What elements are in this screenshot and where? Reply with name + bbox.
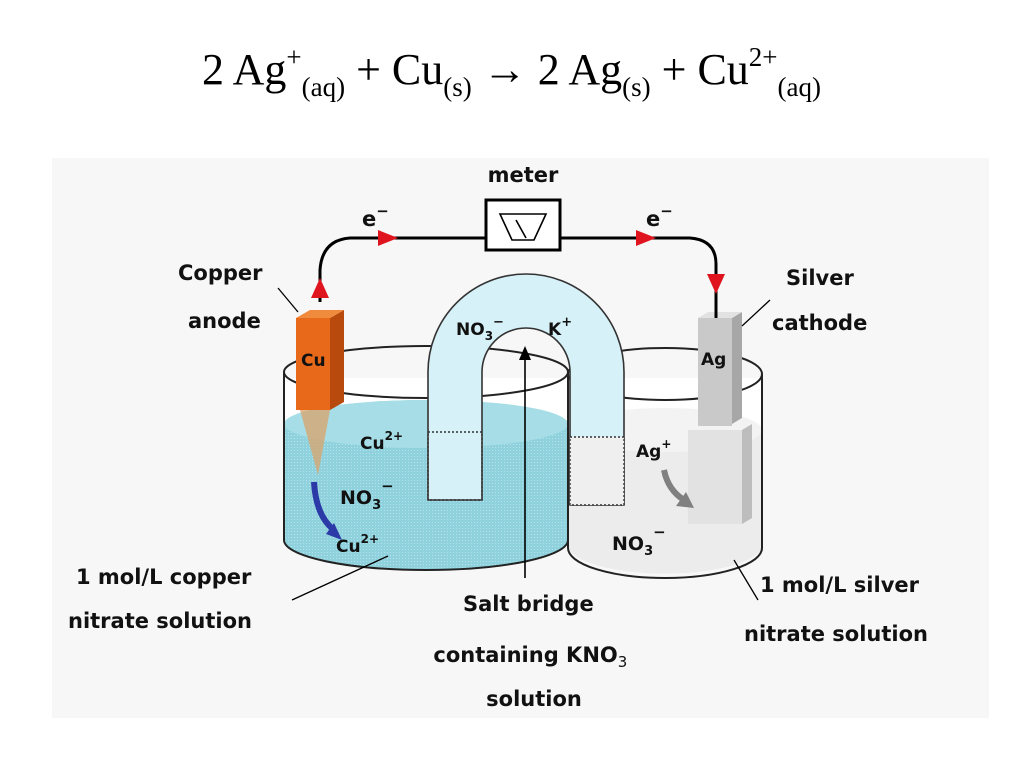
salt-bridge	[427, 273, 625, 506]
salt-bridge-label: Salt bridge containing KNO3 solution	[433, 592, 634, 711]
electron-arrow-left-icon	[378, 230, 398, 246]
eq-plus-2: +	[661, 45, 687, 94]
eq-cu-state: (s)	[443, 72, 472, 102]
copper-electrode: Cu	[296, 310, 344, 475]
ag-ion-migration-arrow-icon	[661, 469, 686, 503]
copper-electrode-body	[296, 318, 330, 410]
eq-coef-ag-product: 2	[537, 45, 560, 94]
eq-cu-ion: Cu	[697, 45, 749, 94]
wire-right	[560, 236, 718, 318]
electron-left-charge: −	[376, 202, 389, 220]
electron-arrow-right-icon	[636, 230, 656, 246]
eq-ag-charge: +	[286, 42, 302, 72]
cu-ion-bottom: Cu2+	[336, 532, 379, 557]
copper-anode-label: Copper anode	[178, 261, 270, 333]
silver-deposit	[688, 430, 742, 524]
eq-cu-ion-state: (aq)	[777, 72, 821, 102]
copper-electrode-label: Cu	[301, 351, 326, 371]
meter-label: meter	[488, 163, 559, 187]
electron-arrow-down-icon	[707, 274, 725, 294]
electron-right: e−	[646, 202, 673, 231]
salt-bridge-right-plug	[569, 436, 625, 506]
eq-ag-state: (aq)	[301, 72, 346, 102]
eq-arrow: →	[482, 45, 527, 94]
copper-solution-label: 1 mol/L copper nitrate solution	[68, 565, 259, 633]
silver-electrode-label: Ag	[701, 350, 726, 370]
eq-ag-product-state: (s)	[622, 72, 651, 102]
silver-electrode: Ag	[688, 312, 752, 524]
electron-left-symbol: e	[362, 207, 376, 231]
eq-cu-ion-charge: 2+	[748, 42, 778, 72]
bridge-anion: NO3−	[456, 315, 504, 343]
eq-coef-ag: 2	[202, 45, 224, 94]
electron-right-charge: −	[660, 202, 673, 220]
electron-right-symbol: e	[646, 207, 660, 231]
cu-ion-top: Cu2+	[360, 429, 403, 454]
ag-ion: Ag+	[636, 437, 671, 462]
eq-ag: Ag	[232, 45, 287, 94]
silver-cathode-label: Silver cathode	[772, 266, 867, 335]
wire-left	[318, 236, 486, 302]
nitrate-left: NO3−	[340, 477, 394, 513]
copper-dissolve-cone	[300, 410, 330, 475]
copper-beaker	[283, 345, 569, 571]
silver-solution-label: 1 mol/L silver nitrate solution	[744, 573, 928, 646]
nitrate-right: NO3−	[612, 523, 666, 559]
salt-bridge-pointer-arrow-icon	[519, 346, 531, 360]
electron-left: e−	[362, 202, 389, 231]
copper-solution-surface	[284, 400, 568, 448]
external-circuit: meter e− e−	[311, 163, 725, 318]
bridge-cation: K+	[548, 315, 572, 340]
silver-electrode-body	[698, 318, 732, 426]
electron-arrow-up-icon	[311, 278, 329, 298]
eq-cu: Cu	[391, 45, 444, 94]
eq-plus-1: +	[356, 45, 381, 94]
reaction-equation: 2 Ag+(aq) + Cu(s) → 2 Ag(s) + Cu2+(aq)	[0, 42, 1023, 101]
salt-bridge-left-plug	[427, 431, 483, 501]
ion-labels: NO3− K+ Cu2+ NO3− Cu2+ Ag+ NO3−	[311, 315, 694, 559]
callouts: Copper anode Silver cathode 1 mol/L copp…	[68, 261, 928, 711]
meter-icon	[484, 198, 562, 252]
eq-ag-product: Ag	[568, 45, 623, 94]
